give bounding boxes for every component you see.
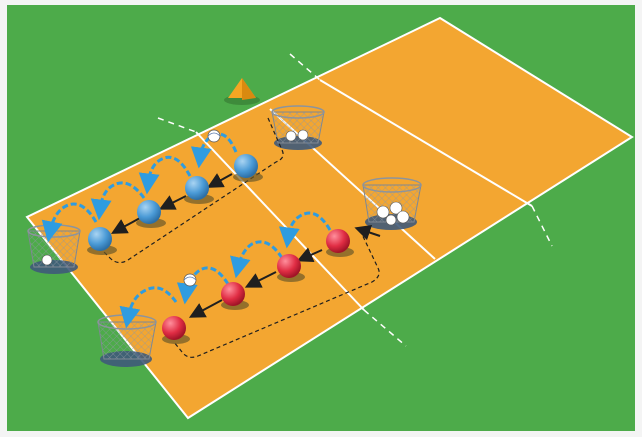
basket-red-target [98,315,156,367]
basket-center-ball-supply [363,178,421,230]
basket-blue-target [28,225,80,274]
basket-far-net-side [272,106,324,150]
